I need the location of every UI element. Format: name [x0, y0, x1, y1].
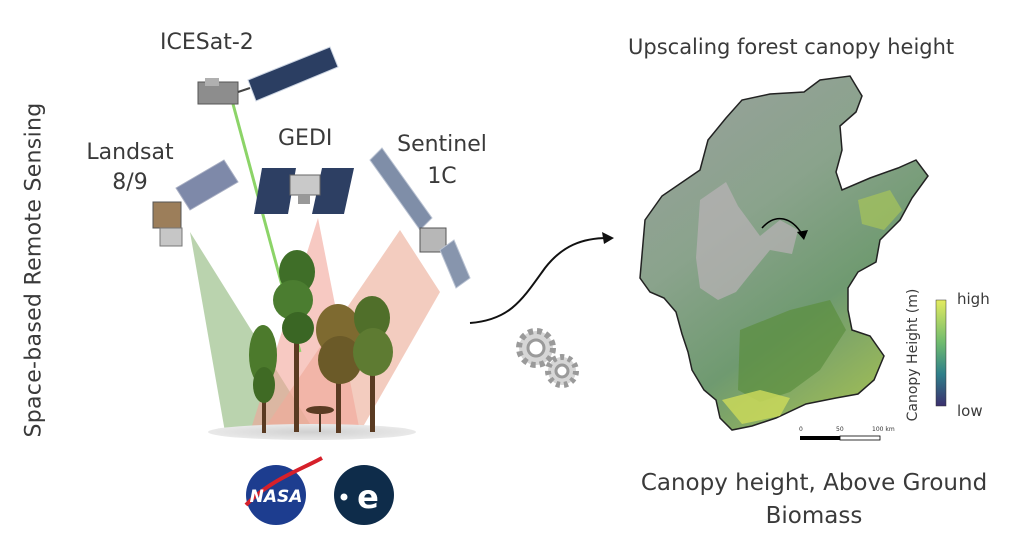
- legend-high-label: high: [957, 290, 990, 308]
- arrow-icon: [469, 237, 609, 324]
- satellite-icon: [254, 168, 354, 214]
- nasa-logo: NASA: [244, 456, 323, 525]
- canopy-height-map: [639, 75, 929, 431]
- esa-logo: e: [334, 465, 394, 525]
- tree-icon: [316, 304, 362, 433]
- ground-shadow: [208, 424, 416, 440]
- sentinel-label-line2: 1C: [427, 164, 457, 189]
- gedi-label: GEDI: [278, 126, 333, 151]
- gears-icon: [516, 328, 579, 388]
- legend-title: Canopy Height (m): [905, 288, 921, 422]
- tree-icon: [273, 250, 315, 432]
- scale-bar: [800, 435, 881, 441]
- scalebar-label-0: 0: [799, 426, 803, 433]
- tree-icon: [249, 325, 277, 433]
- satellite-icon: [152, 159, 239, 247]
- icesat-label: ICESat-2: [160, 30, 254, 55]
- tree-icon: [306, 406, 334, 432]
- legend-low-label: low: [957, 402, 983, 420]
- scalebar-label-100: 100 km: [872, 426, 895, 433]
- esa-logo-text: e: [357, 478, 379, 516]
- landsat-label-line2: 8/9: [112, 170, 148, 195]
- arrow-head: [602, 232, 614, 244]
- scalebar-label-50: 50: [836, 426, 844, 433]
- sentinel-label-line1: Sentinel: [397, 132, 487, 157]
- map-title: Upscaling forest canopy height: [628, 35, 955, 59]
- satellite-icon: [197, 46, 339, 105]
- legend-colorbar: [935, 299, 947, 407]
- landsat-label-line1: Landsat: [86, 140, 174, 165]
- nasa-logo-text: NASA: [250, 487, 303, 507]
- bottom-caption: Canopy height, Above Ground Biomass: [640, 470, 988, 529]
- remote-sensing-label: Space-based Remote Sensing: [21, 102, 47, 438]
- tree-icon: [353, 296, 393, 432]
- satellite-icon: [369, 147, 471, 289]
